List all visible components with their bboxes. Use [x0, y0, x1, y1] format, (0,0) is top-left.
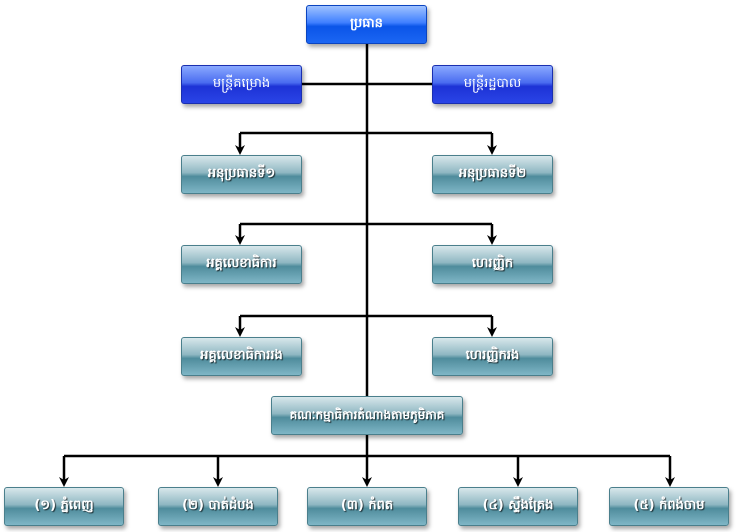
secretary-general-label: អគ្គលេខាធិការ	[206, 256, 277, 271]
president-label: ប្រធាន	[350, 16, 383, 31]
project-officer-label: មន្ត្រីគម្រោង	[212, 76, 271, 91]
vice-president-2-box: អនុប្រធានទី២	[432, 155, 553, 194]
region-2-box: (២) បាត់ដំបង	[158, 487, 278, 526]
regional-committee-label: គណៈកម្មាធិការតំណាងតាមភូមិភាគ	[289, 407, 445, 422]
region-2-label: (២) បាត់ដំបង	[182, 498, 254, 513]
treasurer-box: ហេរញ្ញិក	[432, 245, 553, 284]
treasurer-label: ហេរញ្ញិក	[471, 256, 514, 271]
region-3-label: (៣) កំពត	[340, 498, 394, 513]
admin-officer-box: មន្ត្រីរដ្ឋបាល	[432, 65, 553, 104]
vice-president-2-label: អនុប្រធានទី២	[458, 166, 527, 181]
region-4-box: (៤) ស្ទឹងត្រែង	[458, 487, 578, 526]
vice-president-1-box: អនុប្រធានទី១	[181, 155, 302, 194]
vice-president-1-label: អនុប្រធានទី១	[207, 166, 276, 181]
region-5-label: (៥) កំពង់ចាម	[633, 498, 705, 513]
admin-officer-label: មន្ត្រីរដ្ឋបាល	[463, 76, 522, 91]
region-1-box: (១) ភ្នំពេញ	[4, 487, 124, 526]
deputy-treasurer-box: ហេរញ្ញិករង	[432, 337, 553, 376]
region-1-label: (១) ភ្នំពេញ	[34, 498, 94, 513]
president-box: ប្រធាន	[306, 5, 427, 44]
deputy-treasurer-label: ហេរញ្ញិករង	[465, 348, 520, 363]
region-5-box: (៥) កំពង់ចាម	[609, 487, 729, 526]
deputy-secretary-general-label: អគ្គលេខាធិការរង	[200, 348, 283, 363]
region-3-box: (៣) កំពត	[307, 487, 427, 526]
project-officer-box: មន្ត្រីគម្រោង	[181, 65, 302, 104]
regional-committee-box: គណៈកម្មាធិការតំណាងតាមភូមិភាគ	[271, 396, 463, 435]
secretary-general-box: អគ្គលេខាធិការ	[181, 245, 302, 284]
region-4-label: (៤) ស្ទឹងត្រែង	[482, 498, 554, 513]
deputy-secretary-general-box: អគ្គលេខាធិការរង	[181, 337, 302, 376]
